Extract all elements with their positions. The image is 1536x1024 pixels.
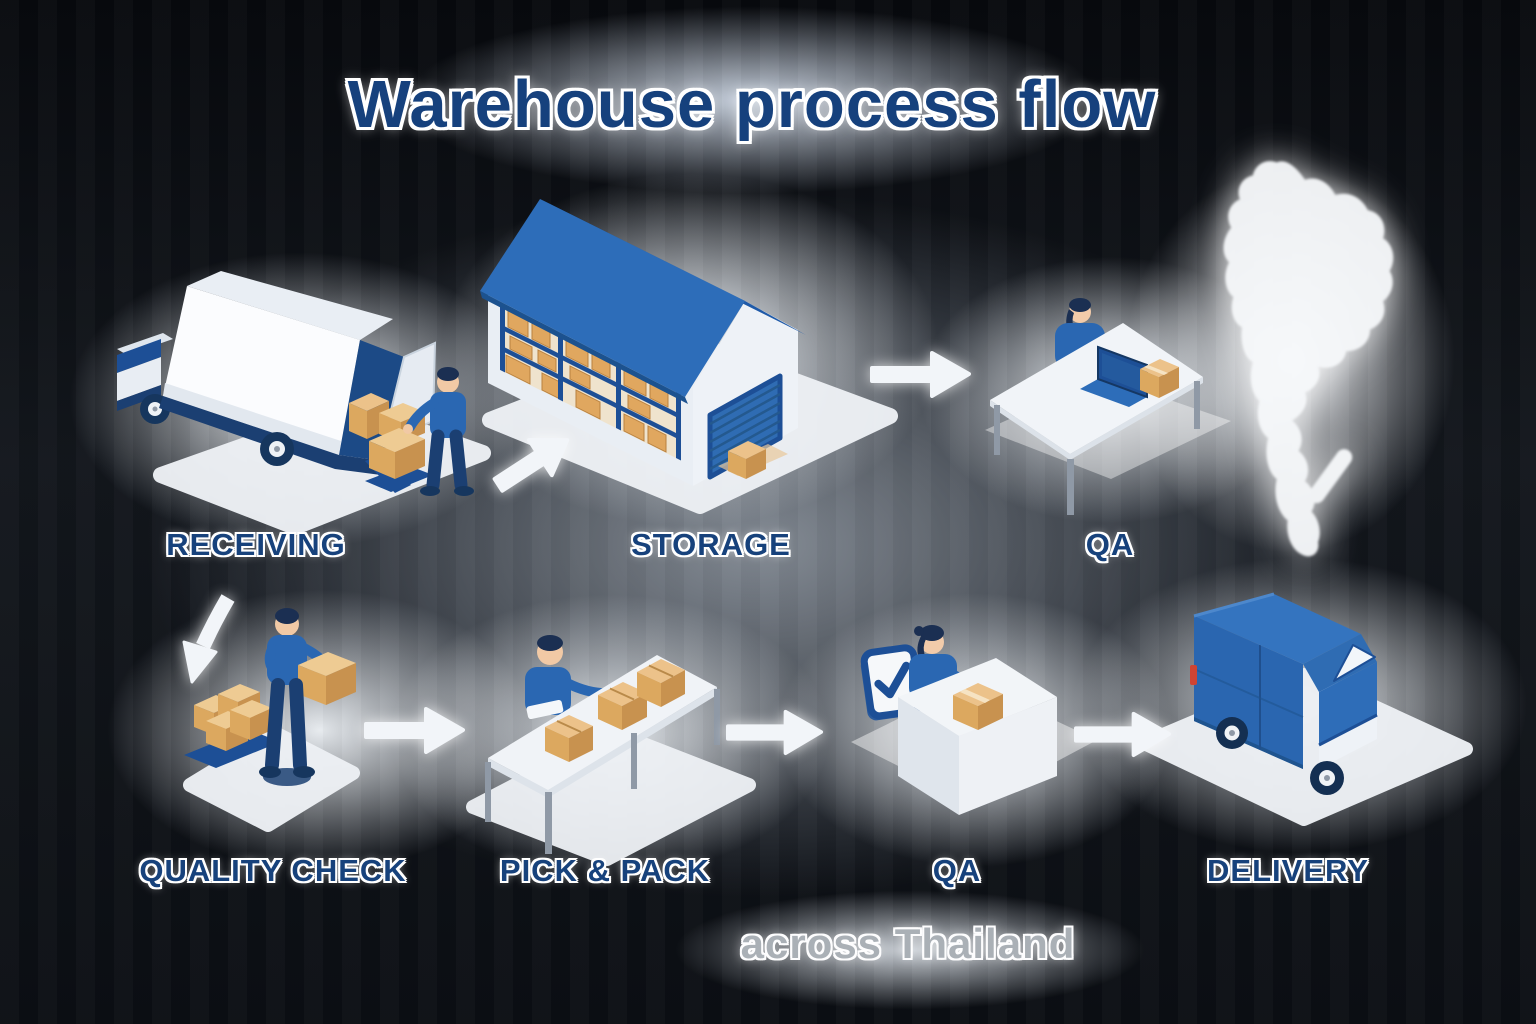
station-label-storage: STORAGE (631, 527, 791, 562)
delivery-van-illustration (1137, 592, 1473, 826)
arrow-quality-check-to-pick-pack-icon (364, 707, 465, 754)
arrow-qa-to-quality-check-icon (182, 594, 235, 684)
pick-pack-table-illustration (466, 635, 756, 866)
arrow-storage-to-qa-icon (870, 351, 971, 398)
arrow-pick-pack-to-qa-icon (726, 709, 824, 756)
subtitle-text: across Thailand (740, 920, 1076, 967)
storage-warehouse-illustration (480, 199, 898, 514)
quality-check-worker-illustration (183, 608, 360, 832)
station-label-pick-pack: PICK & PACK (499, 853, 711, 888)
arrow-qa-to-delivery-icon (1074, 711, 1172, 758)
qa-approval-counter-illustration (851, 625, 1097, 815)
station-label-delivery: DELIVERY (1207, 853, 1369, 888)
page-title: Warehouse process flow (347, 67, 1157, 142)
arrow-receiving-to-storage-icon (492, 437, 570, 493)
receiving-truck-illustration (117, 271, 491, 535)
station-label-qa-approval: QA (932, 853, 982, 888)
station-label-quality-check: QUALITY CHECK (139, 853, 407, 888)
qa-inspection-desk-illustration (985, 298, 1231, 515)
station-label-receiving: RECEIVING (166, 527, 346, 562)
station-label-qa-inspection: QA (1085, 527, 1135, 562)
thailand-map-icon (1223, 161, 1394, 557)
